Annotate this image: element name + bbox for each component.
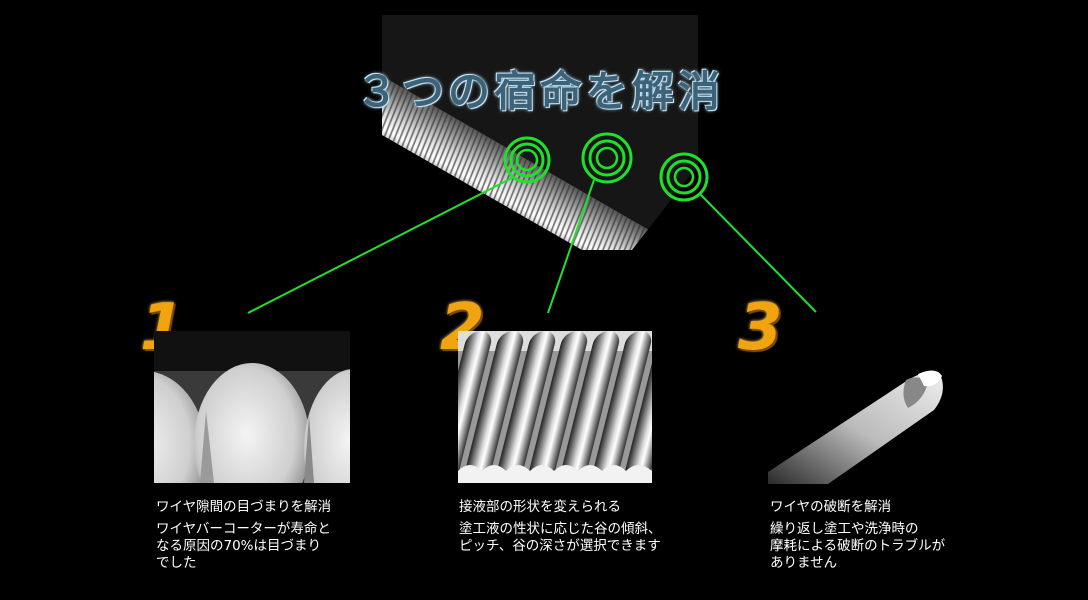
- item-number-3: 3: [738, 291, 783, 365]
- item-2-heading: 接液部の形状を変えられる: [459, 499, 621, 515]
- item-1-heading: ワイヤ隙間の目づまりを解消: [156, 499, 332, 515]
- clogged-wire-gap-image: [154, 331, 350, 483]
- item-2-body: 塗工液の性状に応じた谷の傾斜、 ピッチ、谷の深さが選択できます: [459, 521, 662, 554]
- page-title: ３つの宿命を解消: [355, 67, 724, 116]
- item-3-heading: ワイヤの破断を解消: [770, 499, 892, 515]
- item-3-body: 繰り返し塗工や洗浄時の 摩耗による破断のトラブルが ありません: [770, 521, 946, 571]
- coil-groove-shape-image: [458, 331, 652, 483]
- item-1-body: ワイヤバーコーターが寿命と なる原因の70%は目づまり でした: [156, 521, 331, 571]
- wire-bar-rod-image: [382, 15, 698, 250]
- broken-wire-tip-image: [768, 352, 968, 484]
